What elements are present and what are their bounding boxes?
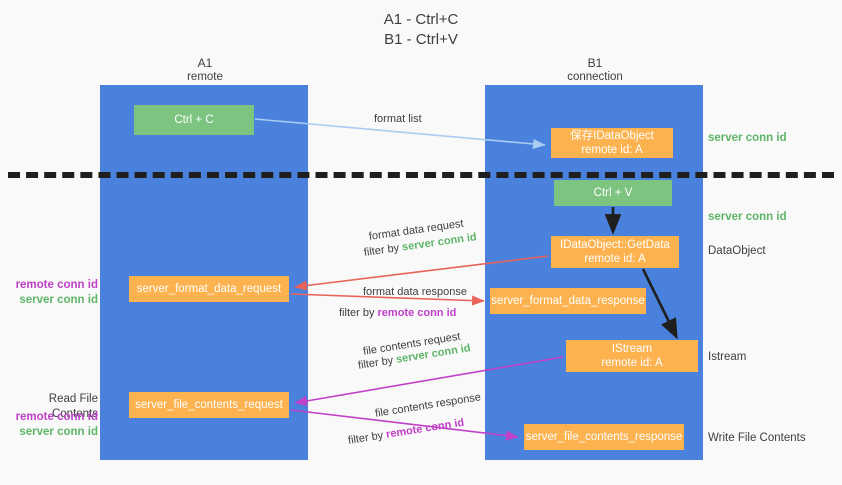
lane-b1-sub: connection — [567, 70, 623, 83]
filter-prefix-fdresp: filter by — [339, 307, 378, 319]
lane-a1-header: A1 remote — [130, 56, 280, 84]
filter-key-fdresp: remote conn id — [377, 307, 457, 319]
diagram-title: A1 - Ctrl+C B1 - Ctrl+V — [0, 10, 842, 50]
node-server-file-contents-request[interactable]: server_file_contents_request — [129, 392, 289, 418]
label-server-conn-id-1: server conn id — [19, 294, 98, 306]
node-istream[interactable]: IStream remote id: A — [566, 340, 698, 372]
lane-a1-sub: remote — [187, 70, 223, 83]
title-line-1: A1 - Ctrl+C — [383, 11, 459, 28]
label-read-file-contents: Read File Contents — [48, 393, 98, 420]
node-ctrl-v-label: Ctrl + V — [593, 187, 633, 199]
label-istream: Istream — [708, 351, 747, 363]
filter-key-fcresp: remote conn id — [385, 416, 465, 441]
node-server-format-data-request-label: server_format_data_request — [136, 283, 282, 295]
filter-prefix-fdreq: filter by — [363, 241, 403, 259]
label-dataobject: DataObject — [708, 245, 766, 257]
edge-label-format-data-response: format data response — [363, 286, 467, 298]
label-server-conn-id-2: server conn id — [19, 426, 98, 438]
node-idataobject-getdata-line2: remote id: A — [584, 253, 646, 265]
node-istream-line1: IStream — [611, 343, 653, 355]
node-istream-line2: remote id: A — [601, 357, 663, 369]
edge-label-file-contents-response-filter: filter by remote conn id — [347, 416, 465, 448]
node-server-file-contents-response[interactable]: server_file_contents_response — [524, 424, 684, 450]
lane-b1-header: B1 connection — [520, 56, 670, 84]
label-remote-conn-id-2: remote conn id — [15, 411, 98, 423]
node-ctrl-c[interactable]: Ctrl + C — [134, 105, 254, 135]
label-conn-ids-file: remote conn id server conn id — [10, 410, 98, 440]
node-server-file-contents-request-label: server_file_contents_request — [135, 399, 283, 411]
label-remote-conn-id-1: remote conn id — [15, 279, 98, 291]
node-save-idataobject[interactable]: 保存IDataObject remote id: A — [551, 128, 673, 158]
node-save-idataobject-line2: remote id: A — [581, 144, 643, 156]
clipboard-boundary-divider — [8, 172, 834, 178]
node-server-format-data-request[interactable]: server_format_data_request — [129, 276, 289, 302]
label-server-conn-id-top: server conn id — [708, 132, 787, 144]
label-server-conn-id-mid: server conn id — [708, 211, 787, 223]
lane-a1-name: A1 — [197, 56, 213, 70]
node-server-format-data-response[interactable]: server_format_data_response — [490, 288, 646, 314]
label-conn-ids-format: remote conn id server conn id — [10, 278, 98, 308]
node-save-idataobject-line1: 保存IDataObject — [570, 130, 654, 142]
node-server-format-data-response-label: server_format_data_response — [491, 295, 645, 307]
edge-label-file-contents-response: file contents response — [374, 391, 482, 420]
edge-label-format-data-response-filter: filter by remote conn id — [339, 306, 456, 320]
title-line-2: B1 - Ctrl+V — [384, 31, 458, 48]
node-server-file-contents-response-label: server_file_contents_response — [525, 431, 683, 443]
node-ctrl-c-label: Ctrl + C — [174, 114, 214, 126]
node-idataobject-getdata-line1: IDataObject::GetData — [560, 239, 670, 251]
label-write-file-contents: Write File Contents — [708, 432, 806, 444]
lane-b1-name: B1 — [587, 56, 603, 70]
node-idataobject-getdata[interactable]: IDataObject::GetData remote id: A — [551, 236, 679, 268]
node-ctrl-v[interactable]: Ctrl + V — [554, 180, 672, 206]
filter-prefix-fcresp: filter by — [347, 428, 388, 447]
edge-label-format-list: format list — [374, 113, 422, 125]
